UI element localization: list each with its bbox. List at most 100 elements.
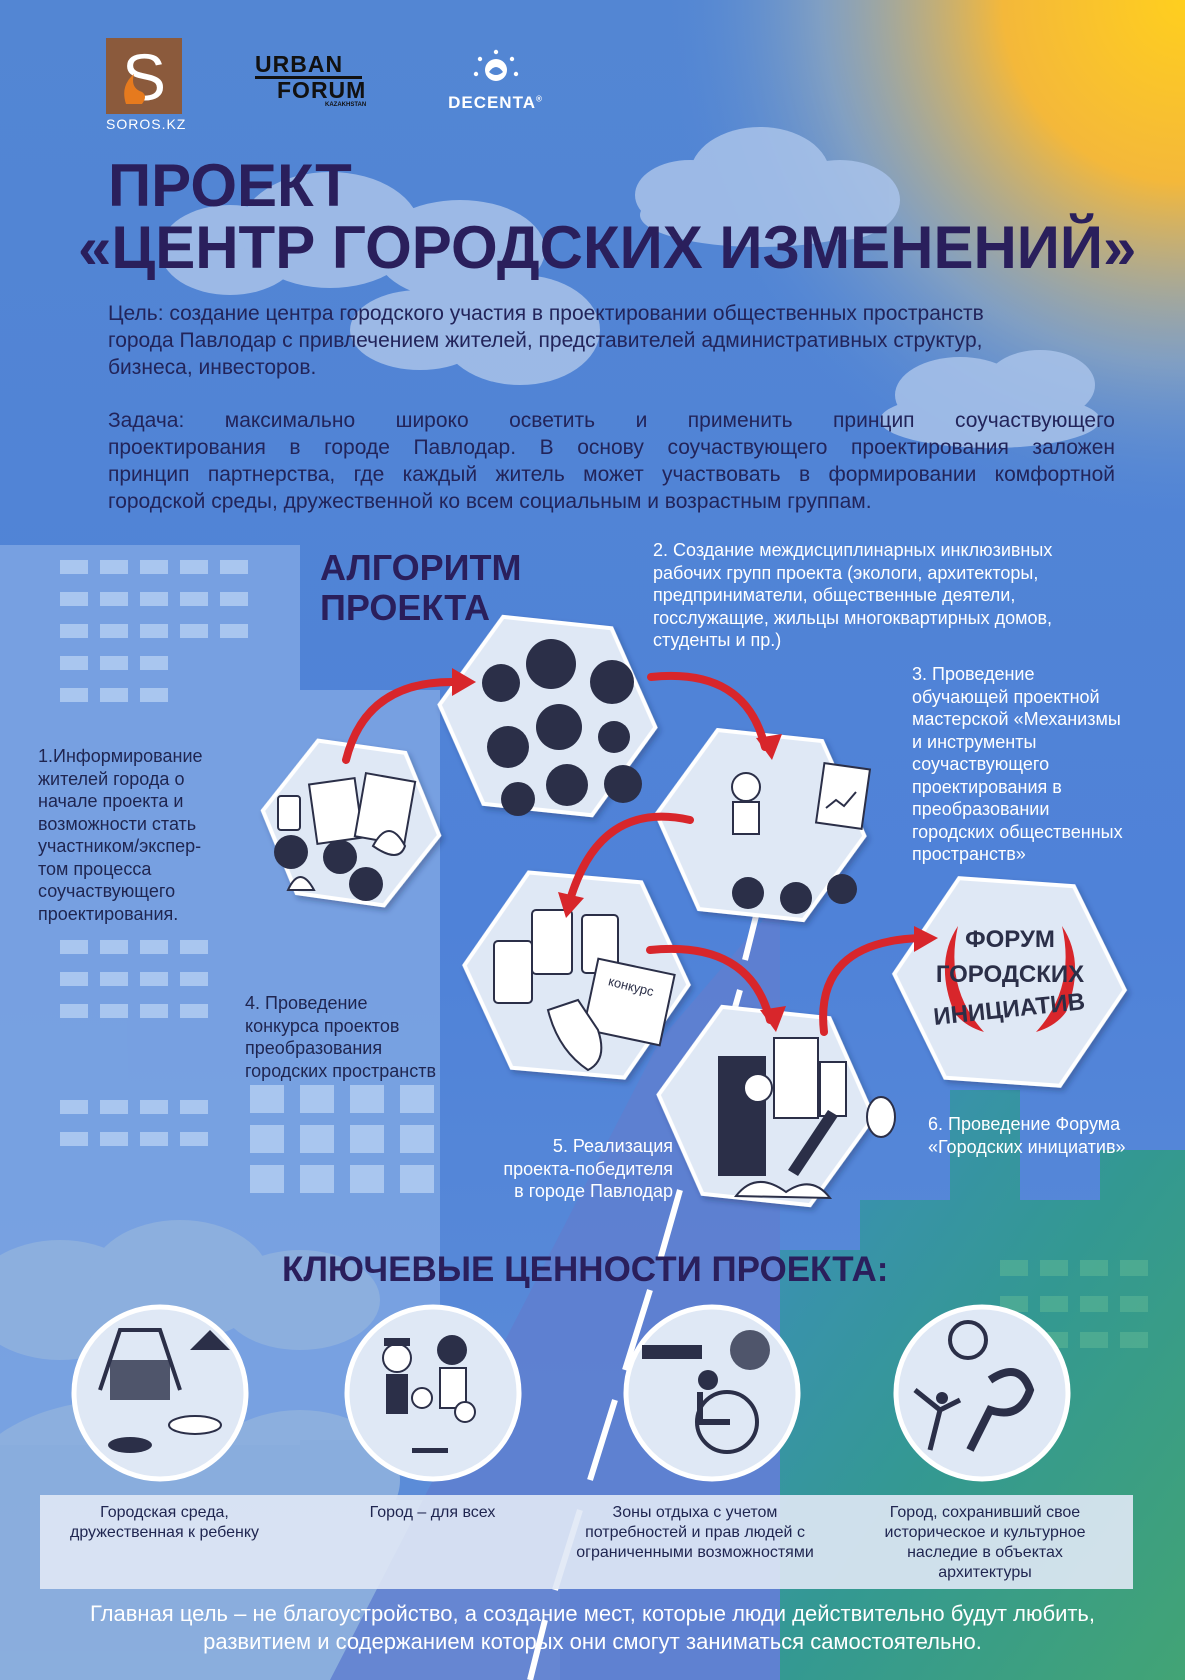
page-title-line2: «ЦЕНТР ГОРОДСКИХ ИЗМЕНЕНИЙ»: [78, 214, 1137, 281]
step-line: проекта-победителя: [503, 1158, 673, 1179]
algorithm-title-line2: ПРОЕКТА: [320, 587, 491, 628]
step-line: начале проекта и: [38, 791, 184, 811]
value-caption-3: Зоны отдыха с учетом потребностей и прав…: [560, 1503, 830, 1563]
forum-label-line2: ГОРОДСКИХ: [936, 961, 1084, 988]
arrow-4-5: [646, 944, 774, 1024]
urban-forum-line1: URBAN: [255, 51, 344, 77]
arrow-2-3: [647, 671, 769, 751]
task-line: принцип партнерства, где каждый житель м…: [108, 463, 1115, 486]
page-title: ПРОЕКТ: [108, 152, 352, 220]
step-2-text: 2. Создание междисциплинарных инклюзивны…: [653, 539, 1133, 652]
value-caption-1: Городская среда, дружественная к ребенку: [52, 1503, 277, 1543]
arrow-heads: [452, 668, 938, 1032]
task-line: городской среды, дружественной ко всем с…: [108, 490, 872, 513]
task-line: Задача: максимально широко осветить и пр…: [108, 409, 1115, 432]
laurel-wreath-icon: [944, 926, 1076, 1032]
flame-icon: [124, 74, 145, 104]
step-line: соучаствующего: [38, 881, 176, 901]
playground-icon: [71, 1304, 249, 1482]
hex-step-5: [656, 1004, 896, 1208]
crane-icon: [788, 1110, 838, 1176]
step-line: рабочих групп проекта (экологи, архитект…: [653, 562, 1039, 583]
hand-icon: [546, 998, 603, 1072]
value-line: Зоны отдыха с учетом: [612, 1504, 778, 1521]
decenta-reg: ®: [536, 94, 543, 104]
goal-line: бизнеса, инвесторов.: [108, 356, 317, 379]
businessman-icon: [526, 639, 576, 689]
page-title-line1: ПРОЕКТ: [108, 152, 352, 219]
goal-text: Цель: создание центра городского участия…: [108, 300, 1108, 381]
step-line: участником/экспер-: [38, 836, 202, 856]
task-text: Задача: максимально широко осветить и пр…: [108, 407, 1115, 515]
flow-arrows: [342, 671, 924, 1036]
soros-symbol: S: [122, 40, 166, 114]
hex-step-2: [437, 614, 658, 818]
step-line: городских пространств: [245, 1060, 437, 1081]
arrow-1-2: [342, 677, 460, 764]
step-line: возможности стать: [38, 813, 197, 834]
step-line: мастерской «Механизмы: [912, 709, 1121, 729]
value-line: Город, сохранивший свое: [889, 1504, 1081, 1521]
wheelchair-park-icon: [623, 1304, 801, 1482]
tree-icon: [866, 1096, 896, 1138]
urban-forum-sub: KAZAKHSTAN: [325, 102, 367, 108]
hex-step-4: конкурс: [462, 870, 691, 1080]
clock-icon: [743, 1073, 773, 1103]
arrow-5-6: [819, 934, 924, 1036]
step-line: проектирования.: [38, 903, 179, 924]
value-line: дружественная к ребенку: [69, 1524, 260, 1541]
step-line: жителей города о: [38, 768, 185, 789]
person-icon: [482, 664, 520, 702]
person-head-icon: [732, 877, 764, 909]
value-line: Город – для всех: [369, 1504, 496, 1521]
worker-icon: [590, 660, 634, 704]
decenta-sun-icon: [473, 49, 518, 81]
step-line: преобразования: [245, 1038, 383, 1058]
step-line: соучаствующего: [912, 754, 1050, 774]
decenta-logo: DECENTA®: [448, 48, 543, 118]
step-3-text: 3. Проведение обучающей проектной мастер…: [912, 663, 1162, 866]
goal-line: города Павлодар с привлечением жителей, …: [108, 329, 983, 352]
phone-icon: [277, 795, 301, 831]
person-head-icon: [780, 882, 812, 914]
person-head-icon: [274, 835, 308, 869]
value-line: наследие в объектах: [907, 1544, 1063, 1561]
driver-icon: [536, 704, 582, 750]
algorithm-title: АЛГОРИТМ ПРОЕКТА: [320, 548, 522, 628]
phone-icon: [531, 909, 573, 975]
engineer-icon: [598, 721, 630, 753]
contest-sheet-icon: [582, 957, 676, 1047]
step-line: обучающей проектной: [912, 686, 1100, 707]
step-line: городских общественных: [912, 821, 1123, 842]
person-head-icon: [323, 840, 357, 874]
step-line: 2. Создание междисциплинарных инклюзивны…: [653, 540, 1053, 560]
hex-step-1: [260, 738, 442, 908]
step-line: конкурса проектов: [245, 1015, 400, 1036]
step-line: предприниматели, общественные деятели,: [653, 585, 1016, 605]
arrow-3-4: [566, 812, 694, 904]
person-head-icon: [827, 874, 857, 904]
chart-sheet-icon: [814, 761, 872, 831]
hex-step-6: ФОРУМ ГОРОДСКИХ ИНИЦИАТИВ: [891, 876, 1128, 1088]
step-line: 4. Проведение: [245, 993, 368, 1013]
petroglyph-icon: [893, 1304, 1071, 1482]
footer-line1: Главная цель – не благоустройство, а соз…: [89, 1601, 1096, 1626]
person-head-icon: [349, 867, 383, 901]
value-line: архитектуры: [938, 1564, 1032, 1581]
footer-line2: развитием и содержанием которых они смог…: [203, 1629, 982, 1654]
step-line: преобразовании: [912, 799, 1050, 819]
urban-forum-line2: FORUM: [255, 76, 365, 102]
goal-line: Цель: создание центра городского участия…: [108, 302, 984, 325]
step-line: 6. Проведение Форума: [928, 1114, 1121, 1134]
step-line: проектирования в: [912, 776, 1062, 797]
step-line: госслужащие, жильцы многоквартирных домо…: [653, 607, 1053, 628]
step-line: в городе Павлодар: [514, 1181, 673, 1201]
step-5-text: 5. Реализация проекта-победителя в город…: [470, 1135, 673, 1203]
value-line: Городская среда,: [100, 1504, 229, 1521]
step-line: 5. Реализация: [552, 1136, 673, 1156]
algorithm-title-line1: АЛГОРИТМ: [320, 547, 522, 588]
value-line: ограниченными возможностями: [576, 1544, 814, 1561]
step-line: пространств»: [912, 844, 1026, 864]
